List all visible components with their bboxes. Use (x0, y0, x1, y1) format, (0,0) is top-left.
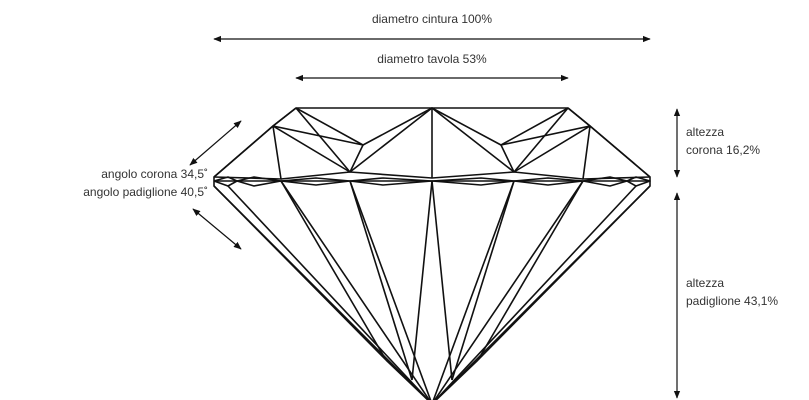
pavilion-angle-arrow (192, 208, 242, 250)
crown-height-label-line1: altezza (686, 125, 725, 139)
crown-height-label-line2: corona 16,2% (686, 143, 761, 157)
pavilion-angle-label: angolo padiglione 40,5˚ (83, 185, 208, 199)
pavilion-height-label-line1: altezza (686, 276, 725, 290)
diamond-outline (213, 107, 651, 400)
crown-angle-label: angolo corona 34,5˚ (101, 167, 208, 181)
table-diameter-label: diametro tavola 53% (377, 52, 487, 66)
pavilion-height-label-line2: padiglione 43,1% (686, 294, 779, 308)
girdle-diameter-label: diametro cintura 100% (371, 12, 493, 26)
crown-angle-arrow (189, 120, 242, 166)
